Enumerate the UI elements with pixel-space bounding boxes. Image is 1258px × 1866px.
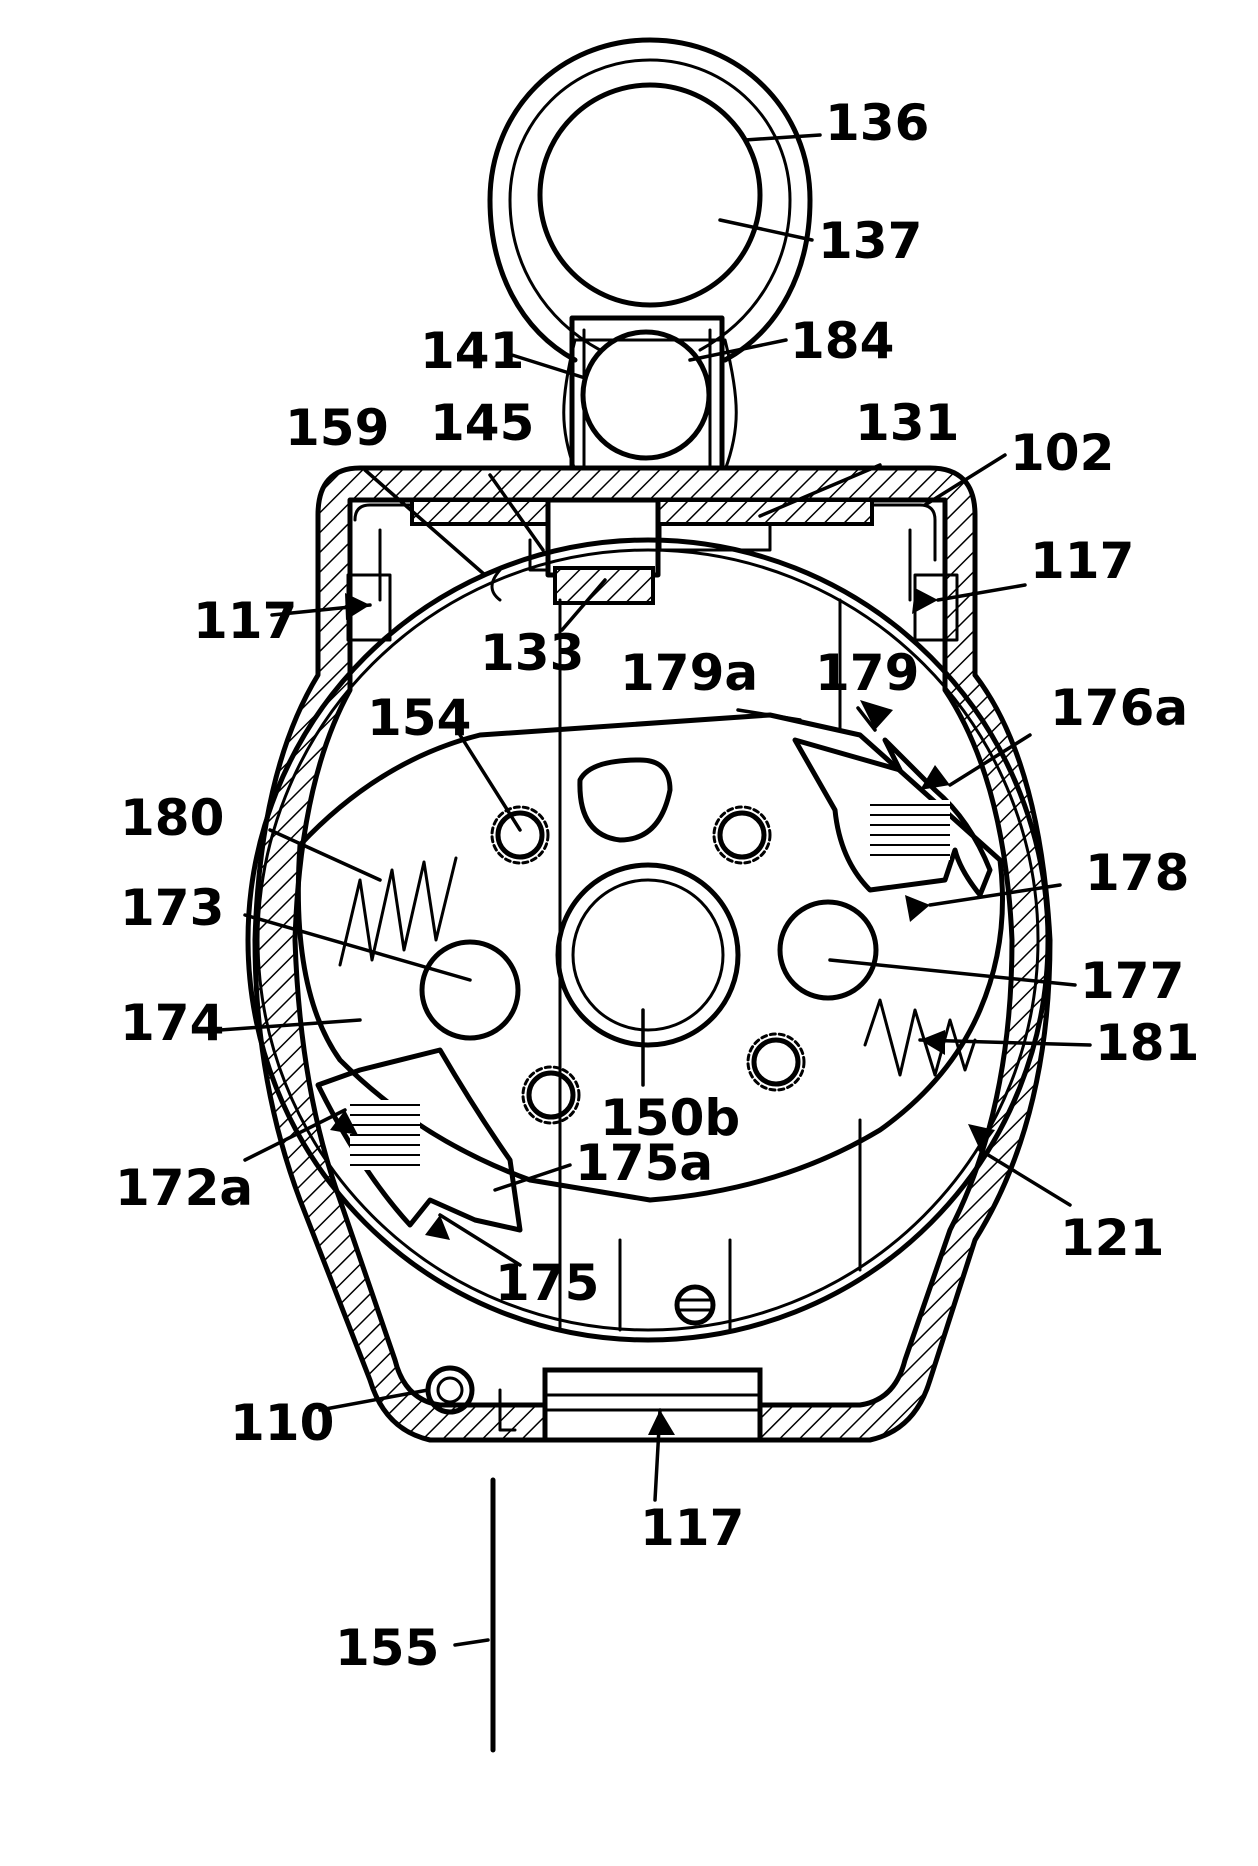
label-102: 102 (1010, 424, 1114, 482)
label-175a: 175a (575, 1134, 713, 1192)
label-137: 137 (818, 212, 922, 270)
label-136: 136 (825, 94, 929, 152)
label-172a: 172a (115, 1159, 253, 1217)
label-141: 141 (420, 322, 524, 380)
label-117-bottom: 117 (640, 1499, 744, 1557)
label-121: 121 (1060, 1209, 1164, 1267)
label-175: 175 (495, 1254, 599, 1312)
label-145: 145 (430, 394, 534, 452)
shank-ball (583, 332, 709, 458)
label-110: 110 (230, 1394, 334, 1452)
label-174: 174 (120, 994, 224, 1052)
label-177: 177 (1080, 952, 1184, 1010)
label-181: 181 (1095, 1014, 1199, 1072)
label-133: 133 (480, 624, 584, 682)
label-179: 179 (815, 644, 919, 702)
label-155: 155 (335, 1619, 439, 1677)
label-178: 178 (1085, 844, 1189, 902)
swivel-eye (490, 40, 810, 470)
label-159: 159 (285, 399, 389, 457)
label-117-left: 117 (193, 592, 297, 650)
label-131: 131 (855, 394, 959, 452)
spring-181 (865, 1000, 975, 1075)
label-117-right: 117 (1030, 532, 1134, 590)
eye-opening (540, 85, 760, 305)
swivel-shank (572, 318, 722, 468)
label-154: 154 (367, 689, 471, 747)
label-173: 173 (120, 879, 224, 937)
label-180: 180 (120, 789, 224, 847)
label-176a: 176a (1050, 679, 1188, 737)
label-179a: 179a (620, 644, 758, 702)
label-184: 184 (790, 312, 894, 370)
